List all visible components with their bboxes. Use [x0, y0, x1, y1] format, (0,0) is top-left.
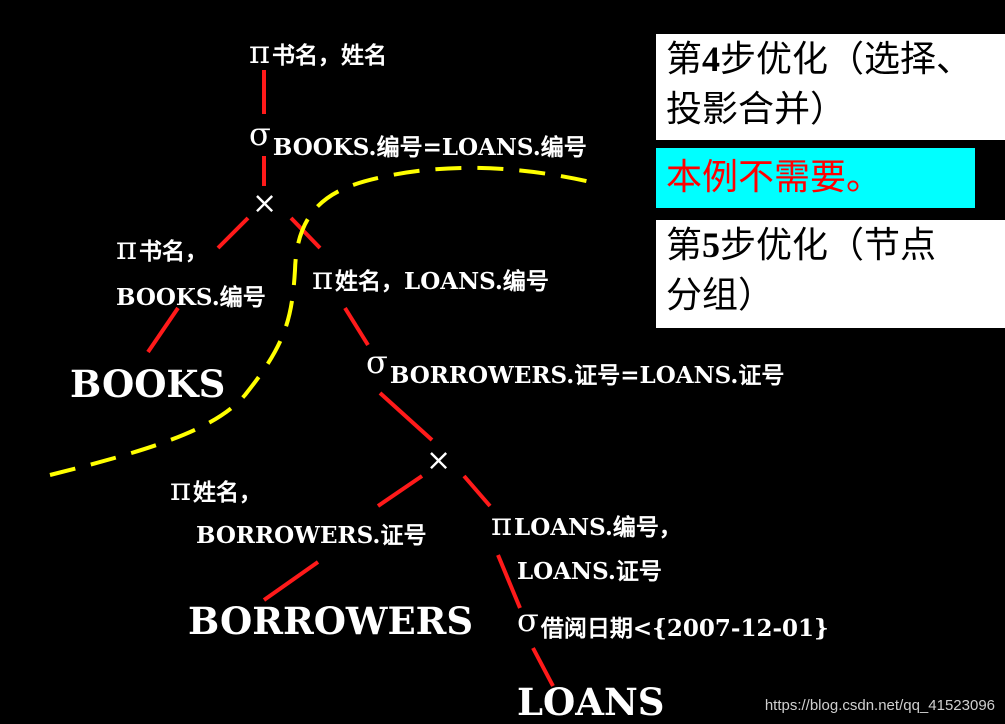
watermark-text: https://blog.csdn.net/qq_41523096	[764, 697, 995, 714]
left-projection: π书名，	[116, 229, 209, 267]
loans-relation: LOANS	[517, 680, 665, 724]
loans-projection-line2: LOANS.证号	[517, 558, 662, 585]
step4-note: 第4步优化（选择、 投影合并）	[656, 34, 1005, 140]
borrowers-projection-line2: BORROWERS.证号	[196, 522, 427, 549]
edge-join-to-left-proj	[216, 216, 250, 250]
loans-projection: πLOANS.编号，	[491, 505, 682, 543]
edge-join2-to-loans-proj	[462, 474, 492, 508]
books-relation: BOOKS	[70, 362, 226, 406]
borrowers-projection: π姓名，	[170, 470, 263, 508]
group-boundary-curve	[49, 165, 596, 477]
left-projection-line2: BOOKS.编号	[116, 284, 266, 311]
edge-right-proj-to-sel	[343, 306, 370, 347]
cartesian-product-1: ×	[252, 186, 278, 221]
edge-join2-to-borrowers-proj	[376, 474, 424, 508]
top-selection: σBOOKS.编号=LOANS.编号	[249, 115, 587, 161]
edge-borrowers-proj-to-rel	[262, 560, 320, 602]
not-needed-note: 本例不需要。	[656, 148, 975, 208]
edge-sel-to-join2	[378, 391, 434, 442]
mid-selection: σBORROWERS.证号=LOANS.证号	[366, 343, 785, 389]
edge-join-to-right-proj	[289, 216, 322, 250]
step5-note: 第5步优化（节点 分组）	[656, 220, 1005, 328]
cartesian-product-2: ×	[426, 443, 452, 478]
edge-loans-proj-to-sel	[496, 554, 522, 609]
borrowers-relation: BORROWERS	[188, 599, 474, 643]
edge-left-proj-to-books	[146, 306, 180, 354]
date-selection: σ借阅日期<{2007-12-01}	[517, 601, 829, 642]
edge-date-sel-to-loans	[531, 647, 555, 687]
top-projection: π书名，姓名	[249, 33, 388, 71]
right-projection: π姓名，LOANS.编号	[312, 259, 549, 297]
